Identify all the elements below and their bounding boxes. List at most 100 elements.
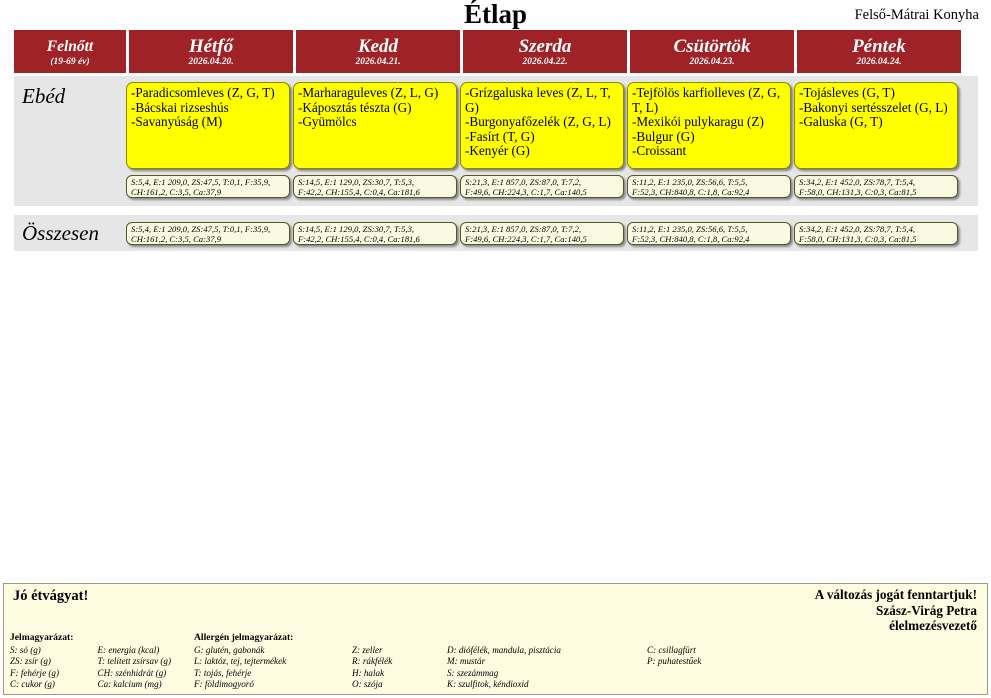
total-cell-wednesday: S:21,3, E:1 857,0, ZS:87,0, T:7,2, F:49,…: [460, 221, 624, 245]
legend-item: M: mustár: [447, 656, 486, 667]
header-cell-age-group: Felnőtt (19-69 év): [14, 30, 126, 73]
allergen-legend-column-1: G: glutén, gabonák L: laktóz, tej, tejte…: [194, 645, 352, 690]
header-cell-title: Hétfő: [188, 36, 234, 57]
nutrition-legend-column-2: E: energia (kcal) T: telített zsírsav (g…: [98, 645, 195, 690]
nutrition-line: CH:161,2, C:3,5, Ca:37,9: [131, 187, 221, 197]
dish-card: -Grízgaluska leves (Z, L, T, G) -Burgony…: [460, 82, 624, 169]
legend-item: T: tojás, fehérje: [194, 667, 252, 678]
kitchen-name: Felső-Mátrai Konyha: [854, 7, 979, 23]
total-cell-thursday: S:11,2, E:1 235,0, ZS:56,6, T:5,5, F:52,…: [627, 221, 791, 245]
nutrition-legend: Jelmagyarázat: S: só (g) ZS: zsír (g) F:…: [4, 632, 194, 690]
nutrition-line: F:49,6, CH:224,3, C:1,7, Ca:140,5: [465, 187, 587, 197]
table-header-row: Felnőtt (19-69 év) Hétfő 2026.04.20. Ked…: [14, 30, 978, 73]
dish-item: -Grízgaluska leves (Z, L, T, G): [465, 85, 611, 115]
legend-item: K: szulfitok, kéndioxid: [447, 678, 529, 689]
legend-item: H: halak: [352, 667, 385, 678]
nutrition-line: S:11,2, E:1 235,0, ZS:56,6, T:5,5,: [632, 177, 748, 187]
allergen-legend-column-4: C: csillagfürt P: puhatestűek: [647, 645, 777, 690]
nutrition-card: S:34,2, E:1 452,0, ZS:78,7, T:5,4, F:58,…: [794, 221, 958, 245]
bon-appetit-text: Jó étvágyat!: [13, 588, 89, 604]
dish-item: -Bácskai rizseshús: [131, 99, 229, 115]
allergen-legend-title: Allergén jelmagyarázat:: [194, 632, 294, 643]
nutrition-line: F:52,3, CH:840,8, C:1,8, Ca:92,4: [632, 233, 750, 244]
nutrition-card: S:11,2, E:1 235,0, ZS:56,6, T:5,5, F:52,…: [627, 221, 791, 245]
legend-item: R: rákfélék: [352, 656, 393, 667]
nutrition-legend-title: Jelmagyarázat:: [10, 632, 74, 643]
dish-card: -Marharaguleves (Z, L, G) -Káposztás tés…: [293, 82, 457, 169]
legend-item: S: só (g): [10, 645, 41, 655]
footer: Jó étvágyat! A változás jogát fenntartju…: [3, 583, 988, 695]
dish-card: -Tojásleves (G, T) -Bakonyi sertésszelet…: [794, 82, 958, 169]
dish-item: -Káposztás tészta (G): [298, 99, 412, 115]
nutrition-line: S:5,4, E:1 209,0, ZS:47,5, T:0,1, F:35,9…: [131, 223, 271, 234]
menu-table: Felnőtt (19-69 év) Hétfő 2026.04.20. Ked…: [14, 30, 978, 251]
nutrition-card: S:5,4, E:1 209,0, ZS:47,5, T:0,1, F:35,9…: [126, 221, 290, 245]
signature-role: élelmezésvezető: [889, 618, 977, 633]
dish-item: -Fasírt (T, G): [465, 128, 535, 144]
dish-card: -Paradicsomleves (Z, G, T) -Bácskai rizs…: [126, 82, 290, 169]
total-cell-friday: S:34,2, E:1 452,0, ZS:78,7, T:5,4, F:58,…: [794, 221, 958, 245]
nutrition-line: S:11,2, E:1 235,0, ZS:56,6, T:5,5,: [632, 223, 748, 234]
dish-item: -Marharaguleves (Z, L, G): [298, 85, 439, 100]
nutrition-line: CH:161,2, C:3,5, Ca:37,9: [131, 233, 221, 244]
dish-item: -Mexikói pulykaragu (Z): [632, 114, 764, 130]
document-header: Étlap Felső-Mátrai Konyha: [0, 0, 991, 30]
legend-item: C: cukor (g): [10, 678, 55, 689]
allergen-legend-column-2: Z: zeller R: rákfélék H: halak O: szója: [352, 645, 447, 690]
dish-item: -Tejfölös karfiolleves (Z, G, T, L): [632, 85, 781, 115]
legend-item: Ca: kalcium (mg): [97, 678, 162, 689]
signature-name: Szász-Virág Petra: [876, 602, 977, 618]
header-cell-date: 2026.04.20.: [188, 57, 234, 67]
legend-item: C: csillagfürt: [647, 645, 696, 655]
meal-cell-tuesday: -Marharaguleves (Z, L, G) -Káposztás tés…: [293, 82, 457, 206]
legend-item: F: fehérje (g): [10, 667, 59, 678]
header-cell-friday: Péntek 2026.04.24.: [797, 30, 961, 73]
nutrition-line: S:34,2, E:1 452,0, ZS:78,7, T:5,4,: [799, 177, 916, 187]
legend-item: S: szezámmag: [447, 667, 499, 678]
dish-item: -Gyümölcs: [298, 114, 357, 130]
meal-cell-thursday: -Tejfölös karfiolleves (Z, G, T, L) -Mex…: [627, 82, 791, 206]
nutrition-line: S:5,4, E:1 209,0, ZS:47,5, T:0,1, F:35,9…: [131, 177, 271, 187]
allergen-legend: Allergén jelmagyarázat: G: glutén, gabon…: [194, 632, 984, 690]
legend-item: O: szója: [352, 678, 383, 689]
meal-cell-monday: -Paradicsomleves (Z, G, T) -Bácskai rizs…: [126, 82, 290, 206]
dish-item: -Croissant: [632, 143, 687, 159]
nutrition-card: S:14,5, E:1 129,0, ZS:30,7, T:5,3, F:42,…: [293, 221, 457, 245]
nutrition-line: S:21,3, E:1 857,0, ZS:87,0, T:7,2,: [465, 177, 582, 187]
meal-cell-wednesday: -Grízgaluska leves (Z, L, T, G) -Burgony…: [460, 82, 624, 206]
header-cell-title: Csütörtök: [673, 36, 751, 57]
nutrition-line: S:14,5, E:1 129,0, ZS:30,7, T:5,3,: [298, 177, 415, 187]
meal-cell-friday: -Tojásleves (G, T) -Bakonyi sertésszelet…: [794, 82, 958, 206]
header-cell-title: Felnőtt: [46, 38, 94, 55]
dish-item: -Savanyúság (M): [131, 114, 223, 130]
nutrition-line: F:58,0, CH:131,3, C:0,3, Ca:81,5: [799, 187, 917, 197]
nutrition-card: S:21,3, E:1 857,0, ZS:87,0, T:7,2, F:49,…: [460, 175, 624, 198]
nutrition-line: S:14,5, E:1 129,0, ZS:30,7, T:5,3,: [298, 223, 415, 234]
nutrition-line: F:42,2, CH:155,4, C:0,4, Ca:181,6: [298, 233, 420, 244]
footer-top: Jó étvágyat! A változás jogát fenntartju…: [4, 584, 987, 636]
legend-item: F: földimogyoró: [194, 678, 254, 689]
header-cell-thursday: Csütörtök 2026.04.23.: [630, 30, 794, 73]
total-row-label: Összesen: [22, 220, 99, 245]
nutrition-line: S:21,3, E:1 857,0, ZS:87,0, T:7,2,: [465, 223, 582, 234]
allergen-legend-column-3: D: diófélék, mandula, pisztácia M: mustá…: [447, 645, 647, 690]
nutrition-line: F:42,2, CH:155,4, C:0,4, Ca:181,6: [298, 187, 420, 197]
header-cell-date: 2026.04.23.: [689, 57, 735, 67]
header-cell-title: Péntek: [852, 36, 906, 57]
header-cell-subtitle: (19-69 év): [50, 57, 90, 67]
rights-line: A változás jogát fenntartjuk!: [814, 587, 977, 602]
rights-notice: A változás jogát fenntartjuk! Szász-Virá…: [815, 587, 977, 634]
legend-area: Jelmagyarázat: S: só (g) ZS: zsír (g) F:…: [4, 632, 987, 690]
page-title: Étlap: [463, 0, 528, 29]
meal-row-label: Ebéd: [22, 84, 66, 108]
legend-item: L: laktóz, tej, tejtermékek: [194, 656, 287, 667]
legend-item: ZS: zsír (g): [10, 656, 51, 667]
nutrition-card: S:21,3, E:1 857,0, ZS:87,0, T:7,2, F:49,…: [460, 221, 624, 245]
nutrition-card: S:14,5, E:1 129,0, ZS:30,7, T:5,3, F:42,…: [293, 175, 457, 198]
header-cell-date: 2026.04.21.: [355, 57, 401, 67]
header-cell-wednesday: Szerda 2026.04.22.: [463, 30, 627, 73]
dish-item: -Paradicsomleves (Z, G, T): [131, 85, 275, 100]
header-cell-date: 2026.04.24.: [856, 57, 902, 67]
legend-item: E: energia (kcal): [97, 645, 160, 655]
dish-item: -Galuska (G, T): [799, 114, 883, 130]
